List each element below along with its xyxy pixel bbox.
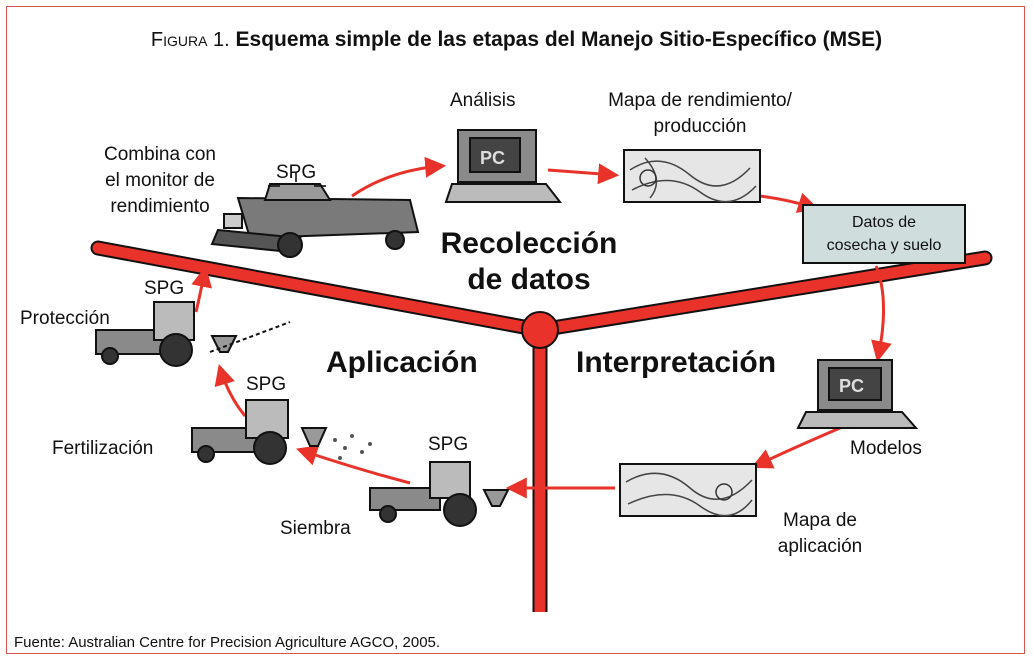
sowing-label: Siembra [280, 518, 351, 539]
arrow-protection-to-combine [191, 265, 213, 313]
sowing-tractor-icon [369, 461, 510, 527]
arrow-models-to-appmap [751, 426, 841, 469]
fertilization-label: Fertilización [52, 438, 154, 459]
arrow-analysis-to-map [547, 163, 620, 185]
figure-label: Figura 1. [150, 29, 230, 51]
center-hub [521, 311, 559, 349]
spg-label-sowing: SPG [428, 434, 469, 455]
yield-map-label: Mapa de rendimiento/producción [608, 90, 792, 137]
svg-text:PC: PC [839, 376, 864, 396]
combine-harvester-icon [210, 183, 420, 258]
spg-label-fertilization: SPG [246, 374, 287, 395]
yield-map-image [623, 149, 761, 203]
svg-text:PC: PC [480, 148, 505, 168]
spg-label-combine: SPG [276, 162, 317, 183]
arrow-combine-to-analysis [351, 156, 447, 198]
figure-title: Esquema simple de las etapas del Manejo … [235, 28, 883, 51]
analysis-label: Análisis [450, 90, 516, 111]
fertilization-tractor-icon [191, 399, 372, 465]
cycle-axis [90, 240, 993, 612]
source-note: Fuente: Australian Centre for Precision … [14, 634, 441, 651]
section-interpretation: Interpretación [576, 346, 777, 379]
arrow-sowing-to-fertilization [296, 445, 411, 485]
analysis-computer-icon: PC [444, 129, 563, 203]
arrow-data-to-models [871, 265, 892, 363]
section-application: Aplicación [326, 346, 478, 379]
models-label: Modelos [850, 438, 922, 459]
arrow-fertilization-to-protection [214, 363, 247, 417]
models-computer-icon: PC [796, 359, 919, 429]
figure-caption: Figura 1. Esquema simple de las etapas d… [0, 28, 1033, 52]
spg-label-protection: SPG [144, 278, 185, 299]
gps-signal-icon-combine [268, 172, 326, 187]
application-map-image [619, 463, 757, 517]
flow-arrows [191, 156, 892, 499]
protection-tractor-icon [95, 301, 291, 367]
protection-label: Protección [20, 308, 110, 329]
